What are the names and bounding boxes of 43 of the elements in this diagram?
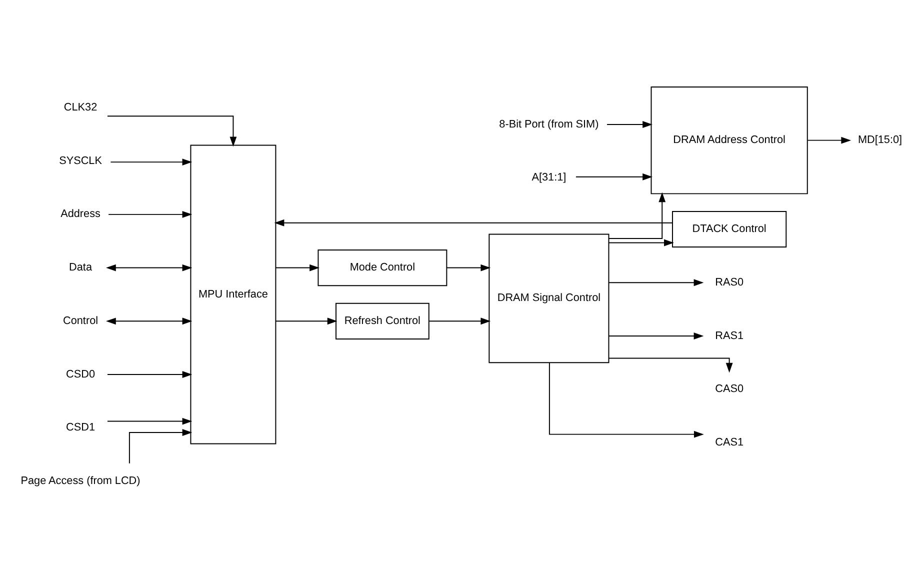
arrow — [106, 264, 192, 272]
node-text: CAS0 — [715, 383, 744, 396]
arrow — [575, 173, 652, 180]
arrow — [608, 239, 674, 246]
arrow — [608, 332, 704, 340]
arrow — [548, 362, 704, 438]
node-text: CAS1 — [715, 436, 744, 448]
arrow — [275, 264, 320, 272]
node-text: Address — [60, 208, 100, 220]
node-box: Mode Control — [318, 250, 448, 286]
node-text: CLK32 — [64, 101, 98, 114]
arrow — [108, 210, 192, 218]
arrow — [107, 116, 237, 147]
node-text: RAS1 — [715, 330, 744, 342]
node-text: CSD1 — [66, 422, 96, 434]
arrow — [274, 219, 673, 226]
node-text: Data — [69, 262, 92, 274]
arrow — [446, 264, 491, 272]
arrow — [110, 158, 192, 166]
node-text: RAS0 — [715, 276, 744, 288]
arrow — [128, 429, 192, 464]
node-text: SYSCLK — [59, 154, 102, 167]
node-box: DTACK Control — [672, 210, 787, 248]
node-text: 8-Bit Port (from SIM) — [499, 118, 599, 130]
node-text: Control — [63, 314, 98, 327]
node-box: DRAM Address Control — [650, 86, 808, 194]
arrow — [275, 318, 338, 325]
arrow — [608, 358, 733, 373]
arrow — [608, 192, 666, 239]
arrow — [606, 121, 652, 128]
node-box: Refresh Control — [336, 302, 430, 340]
arrow — [428, 318, 491, 325]
node-text: A[31:1] — [532, 172, 566, 184]
node-text: Page Access (from LCD) — [20, 475, 140, 488]
node-box: MPU Interface — [190, 144, 276, 444]
arrow — [107, 418, 192, 425]
node-box: DRAM Signal Control — [488, 234, 610, 364]
arrow — [106, 318, 192, 325]
arrow — [807, 136, 852, 144]
arrow — [608, 279, 704, 286]
arrow — [107, 371, 192, 378]
node-text: CSD0 — [66, 368, 96, 380]
node-text: MD[15:0] — [858, 134, 902, 146]
